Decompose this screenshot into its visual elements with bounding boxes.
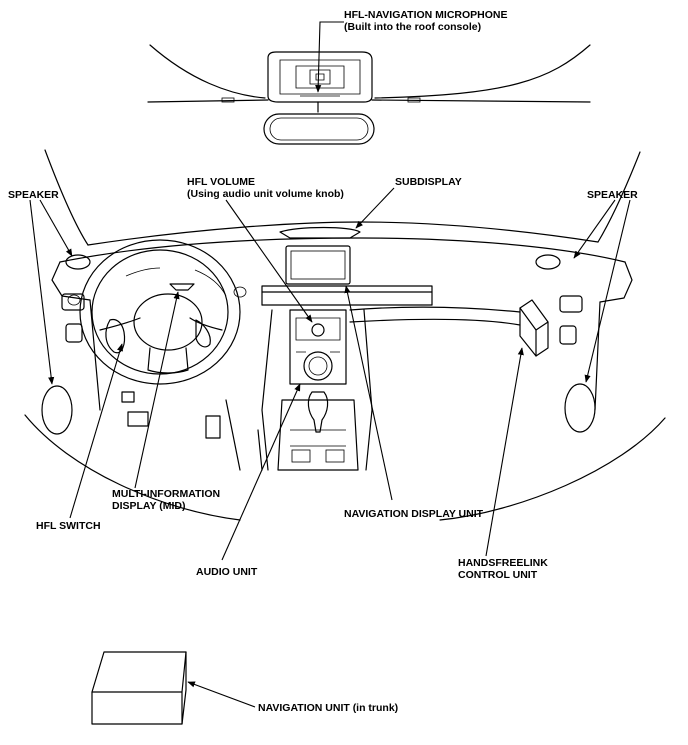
hfl-mic-label: HFL-NAVIGATION MICROPHONE (Built into th…	[344, 9, 508, 33]
hfl-control-unit-label-line1: HANDSFREELINK	[458, 557, 548, 569]
hfl-volume-label-line2: (Using audio unit volume knob)	[187, 188, 344, 200]
subdisplay-label: SUBDISPLAY	[395, 176, 462, 188]
nav-display-unit-label: NAVIGATION DISPLAY UNIT	[344, 508, 484, 520]
speaker-left-label: SPEAKER	[8, 189, 59, 201]
hfl-mic-label-line1: HFL-NAVIGATION MICROPHONE	[344, 9, 508, 21]
steering-wheel-drawing	[67, 239, 247, 385]
hfl-control-unit-drawing	[519, 299, 549, 357]
leader-lines	[29, 21, 631, 708]
mid-label-line2: DISPLAY (MID)	[112, 500, 186, 512]
speaker-right-label: SPEAKER	[587, 189, 638, 201]
center-stack-drawing	[261, 245, 373, 471]
roof-console-drawing	[147, 44, 591, 145]
hfl-control-unit-label: HANDSFREELINK CONTROL UNIT	[458, 557, 548, 581]
nav-unit-label: NAVIGATION UNIT (in trunk)	[258, 702, 399, 714]
mid-label-line1: MULTI-INFORMATION	[112, 488, 221, 500]
pillars-drawing	[44, 149, 641, 246]
hfl-control-unit-label-line2: CONTROL UNIT	[458, 569, 538, 581]
hfl-switch-label: HFL SWITCH	[36, 520, 101, 532]
hfl-volume-label: HFL VOLUME (Using audio unit volume knob…	[187, 176, 344, 200]
navigation-unit-drawing	[91, 651, 187, 725]
hfl-volume-label-line1: HFL VOLUME	[187, 176, 256, 188]
pedals-drawing	[121, 391, 263, 471]
speakers-drawing	[41, 383, 596, 435]
audio-unit-label: AUDIO UNIT	[196, 566, 258, 578]
mid-label: MULTI-INFORMATION DISPLAY (MID)	[112, 488, 220, 512]
hfl-mic-label-line2: (Built into the roof console)	[344, 21, 482, 33]
